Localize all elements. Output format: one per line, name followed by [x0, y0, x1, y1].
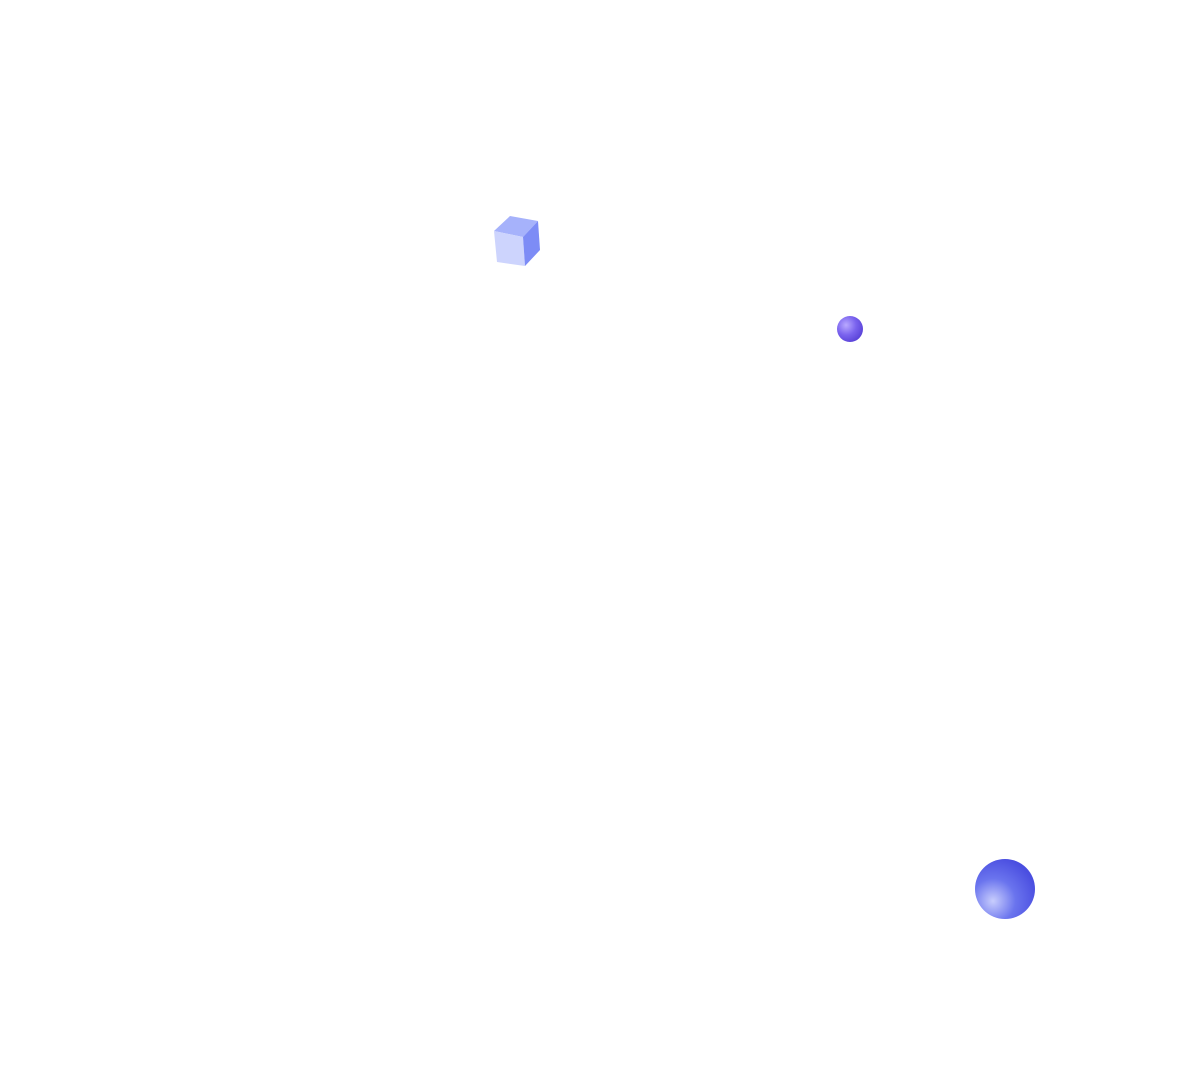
large-sphere-icon [975, 859, 1035, 919]
small-sphere-icon [837, 316, 863, 342]
cube-icon [494, 216, 540, 266]
cube-side-face [523, 221, 540, 266]
cube-top-face [494, 216, 538, 237]
cube-front-face [494, 231, 525, 266]
